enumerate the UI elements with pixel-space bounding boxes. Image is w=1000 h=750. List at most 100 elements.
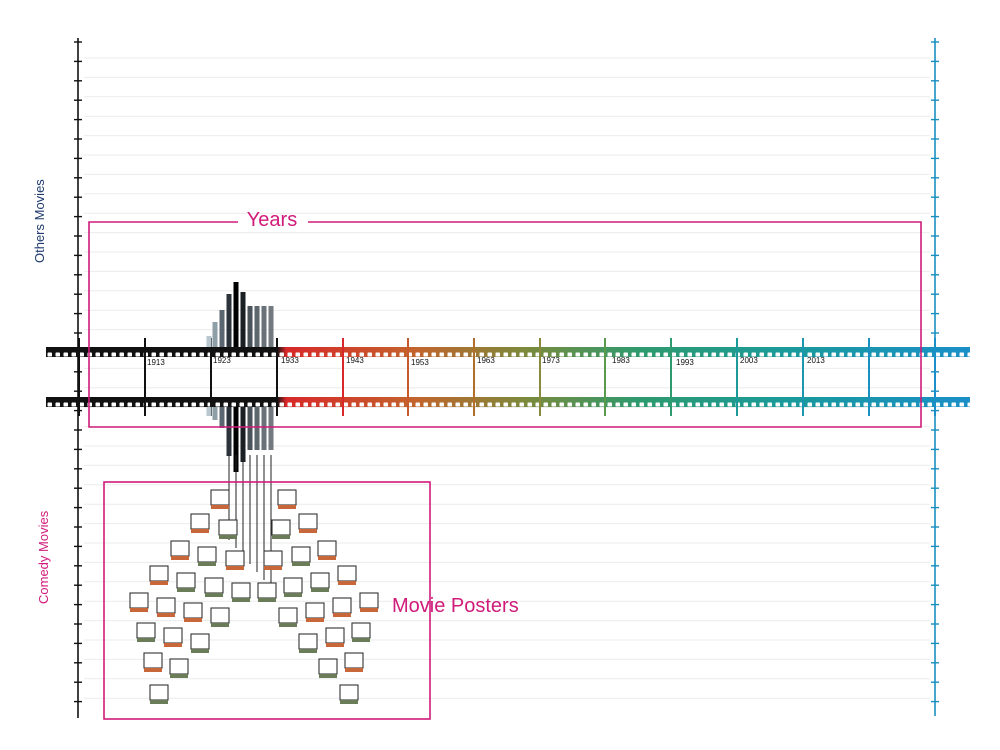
poster-thumbnail <box>257 582 277 602</box>
poster-thumbnail <box>149 684 169 704</box>
year-label: 1993 <box>676 358 694 367</box>
poster-base <box>171 556 189 560</box>
poster-frame <box>344 652 364 669</box>
poster-frame <box>218 519 238 536</box>
poster-thumbnail <box>317 540 337 560</box>
count-bar-above <box>226 294 232 347</box>
poster-base <box>333 613 351 617</box>
poster-base <box>226 566 244 570</box>
count-bar-above <box>206 336 212 347</box>
poster-base <box>191 649 209 653</box>
years-annotation: Years <box>88 209 922 428</box>
poster-thumbnail <box>163 627 183 647</box>
poster-thumbnail <box>129 592 149 612</box>
poster-thumbnail <box>176 572 196 592</box>
poster-thumbnail <box>298 513 318 533</box>
poster-frame <box>277 489 297 506</box>
poster-thumbnail <box>210 489 230 509</box>
poster-frame <box>163 627 183 644</box>
poster-thumbnail <box>339 684 359 704</box>
year-label: 1913 <box>147 358 165 367</box>
poster-thumbnail <box>218 519 238 539</box>
poster-thumbnail <box>169 658 189 678</box>
poster-frame <box>278 607 298 624</box>
count-bar-below <box>212 407 218 420</box>
poster-thumbnail <box>337 565 357 585</box>
poster-thumbnail <box>278 607 298 627</box>
count-bar-above <box>268 306 274 347</box>
gridlines <box>84 57 930 699</box>
year-label: 1963 <box>477 356 495 365</box>
poster-base <box>272 535 290 539</box>
poster-base <box>264 566 282 570</box>
poster-frame <box>325 627 345 644</box>
poster-base <box>184 618 202 622</box>
count-bar-below <box>226 407 232 456</box>
poster-base <box>211 505 229 509</box>
poster-thumbnail <box>318 658 338 678</box>
year-label: 2003 <box>740 356 758 365</box>
poster-frame <box>271 519 291 536</box>
poster-base <box>319 674 337 678</box>
count-bar-above <box>240 292 246 347</box>
poster-frame <box>169 658 189 675</box>
count-bar-above <box>212 322 218 347</box>
comedy-movies-label: Comedy Movies <box>36 510 51 604</box>
years-label: Years <box>247 209 297 231</box>
poster-frame <box>291 546 311 563</box>
poster-thumbnail <box>359 592 379 612</box>
movie-posters-annotation: Movie Posters <box>103 481 519 720</box>
year-label: 1943 <box>346 356 364 365</box>
poster-base <box>284 593 302 597</box>
poster-frame <box>318 658 338 675</box>
count-bar-above <box>233 282 239 347</box>
poster-thumbnail <box>283 577 303 597</box>
count-bar-below <box>247 407 253 450</box>
poster-base <box>326 643 344 647</box>
poster-thumbnail <box>225 550 245 570</box>
poster-thumbnail <box>149 565 169 585</box>
poster-frame <box>359 592 379 609</box>
poster-thumbnail <box>277 489 297 509</box>
poster-thumbnail <box>231 582 251 602</box>
poster-thumbnail <box>190 513 210 533</box>
poster-base <box>219 535 237 539</box>
poster-base <box>170 674 188 678</box>
count-bar-below <box>261 407 267 450</box>
count-bar-above <box>247 306 253 347</box>
count-bar-above <box>219 310 225 347</box>
poster-base <box>340 700 358 704</box>
count-bar-above <box>254 306 260 347</box>
poster-frame <box>170 540 190 557</box>
year-label: 2013 <box>807 356 825 365</box>
poster-thumbnail <box>170 540 190 560</box>
poster-base <box>306 618 324 622</box>
poster-base <box>311 588 329 592</box>
count-bar-above <box>261 306 267 347</box>
poster-base <box>299 649 317 653</box>
poster-frame <box>129 592 149 609</box>
year-label: 1923 <box>213 356 231 365</box>
poster-frame <box>225 550 245 567</box>
poster-frame <box>190 513 210 530</box>
poster-frame <box>190 633 210 650</box>
poster-frame <box>305 602 325 619</box>
poster-thumbnail <box>197 546 217 566</box>
poster-thumbnail <box>344 652 364 672</box>
poster-frame <box>257 582 277 599</box>
poster-base <box>144 668 162 672</box>
poster-frame <box>332 597 352 614</box>
poster-base <box>150 581 168 585</box>
poster-base <box>278 505 296 509</box>
poster-frame <box>210 607 230 624</box>
poster-thumbnail <box>263 550 283 570</box>
year-label: 1983 <box>612 356 630 365</box>
poster-frame <box>317 540 337 557</box>
poster-base <box>205 593 223 597</box>
poster-frame <box>298 513 318 530</box>
poster-base <box>137 638 155 642</box>
count-bar-below <box>254 407 260 450</box>
poster-frame <box>149 565 169 582</box>
